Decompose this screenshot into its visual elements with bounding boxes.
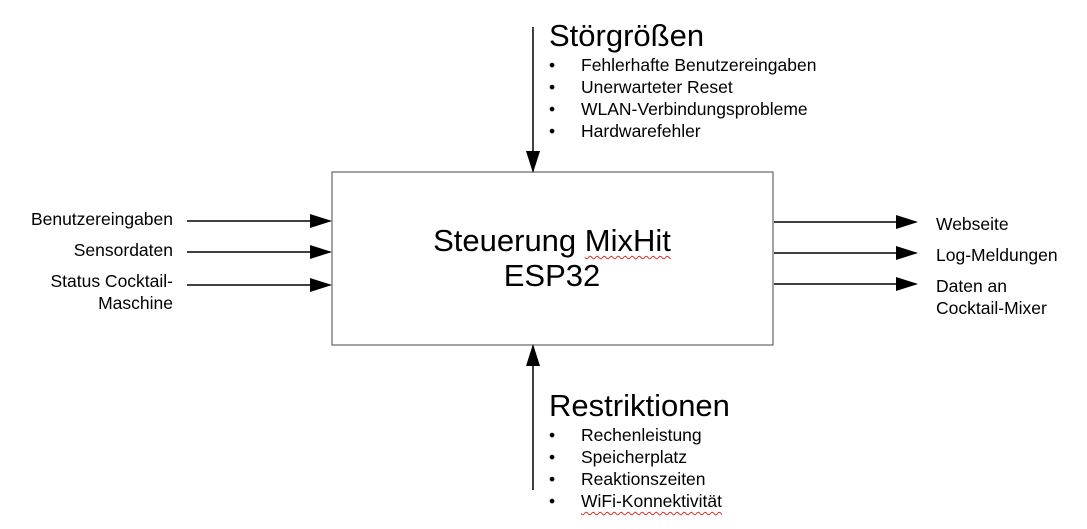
input-label-benutzereingaben: Benutzereingaben — [30, 209, 173, 229]
system-title-prefix: Steuerung — [433, 223, 585, 258]
restriction-item-last: WiFi-Konnektivität — [549, 490, 722, 512]
output-label-log-meldungen: Log-Meldungen — [936, 245, 1058, 265]
output-label-daten: Daten an Cocktail-Mixer — [936, 275, 1047, 319]
input-label-status: Status Cocktail- Maschine — [50, 270, 173, 314]
system-title-line1: Steuerung MixHit — [332, 223, 772, 259]
disturbances-list: Fehlerhafte Benutzereingaben Unerwartete… — [549, 54, 816, 142]
output-label-daten-line1: Daten an — [936, 276, 1008, 296]
restriction-item: Reaktionszeiten — [549, 468, 722, 490]
output-label-webseite: Webseite — [936, 214, 1009, 234]
restriction-item: Speicherplatz — [549, 446, 722, 468]
disturbance-item: Hardwarefehler — [549, 120, 816, 142]
system-title-line2: ESP32 — [503, 258, 601, 293]
disturbance-item: Unerwarteter Reset — [549, 76, 816, 98]
restriction-last-text: WiFi-Konnektivität — [581, 491, 723, 511]
restrictions-list: Rechenleistung Speicherplatz Reaktionsze… — [549, 424, 722, 512]
system-box — [331, 171, 774, 346]
system-title-word: MixHit — [584, 223, 671, 258]
disturbances-heading: Störgrößen — [549, 18, 705, 53]
restrictions-heading: Restriktionen — [549, 388, 730, 423]
input-label-sensordaten: Sensordaten — [73, 240, 173, 260]
input-label-status-line1: Status Cocktail- — [50, 271, 173, 291]
restriction-item: Rechenleistung — [549, 424, 722, 446]
disturbance-item: WLAN-Verbindungsprobleme — [549, 98, 816, 120]
disturbance-item: Fehlerhafte Benutzereingaben — [549, 54, 816, 76]
input-label-status-line2: Maschine — [98, 293, 173, 313]
output-label-daten-line2: Cocktail-Mixer — [936, 298, 1047, 318]
